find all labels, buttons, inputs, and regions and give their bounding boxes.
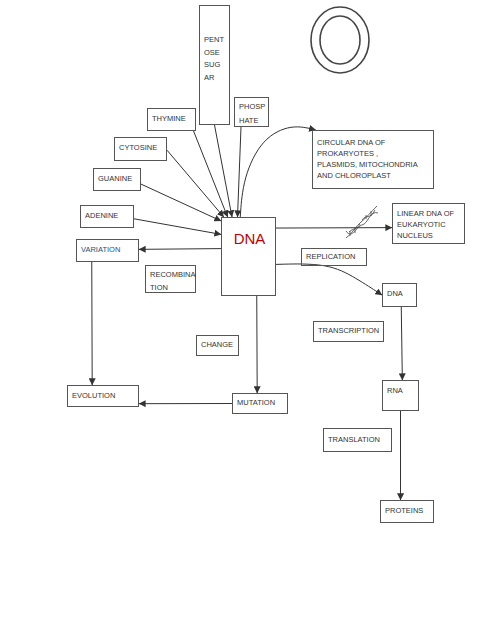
node-label: MUTATION — [237, 398, 285, 408]
node-label: CHANGE — [201, 340, 236, 350]
arrow-connector — [276, 264, 382, 295]
circular-dna-illustration — [311, 7, 369, 73]
node-label: RECOMBINA TION — [150, 268, 193, 294]
node-label: RNA — [387, 386, 416, 396]
node-label: TRANSCRIPTION — [318, 326, 381, 336]
arrow-connector — [256, 296, 257, 393]
node-label: THYMINE — [152, 114, 193, 124]
node-label: ADENINE — [85, 211, 131, 221]
arrow-connector — [167, 150, 224, 217]
node-label: DNA — [226, 230, 273, 248]
node-label: PENT OSE SUG AR — [204, 34, 227, 84]
concept-box: VARIATION — [76, 239, 139, 262]
arrow-connector — [238, 127, 242, 217]
arrow-connector — [139, 248, 221, 250]
node-label: EVOLUTION — [72, 391, 136, 401]
node-label: LINEAR DNA OF EUKARYOTIC NUCLEUS — [397, 208, 458, 241]
node-label: PHOSP HATE — [239, 100, 266, 128]
concept-box: EVOLUTION — [67, 385, 139, 407]
component-box: PENT OSE SUG AR — [199, 5, 230, 125]
dna-form-box: CIRCULAR DNA OF PROKARYOTES , PLASMIDS, … — [312, 130, 434, 189]
process-label-box: REPLICATION — [301, 248, 367, 266]
base-box: CYTOSINE — [114, 137, 167, 161]
concept-box: RNA — [382, 380, 419, 411]
process-label-box: CHANGE — [196, 335, 239, 356]
arrow-connector — [141, 184, 221, 221]
concept-box: DNA — [382, 283, 417, 307]
linear-dna-helix-illustration — [346, 206, 378, 238]
connector-group — [92, 125, 403, 500]
helix-strand — [346, 206, 377, 238]
arrow-connector — [400, 411, 401, 500]
outer-ring — [311, 7, 369, 73]
node-label: CIRCULAR DNA OF PROKARYOTES , PLASMIDS, … — [317, 137, 419, 181]
component-box: PHOSP HATE — [234, 97, 269, 127]
node-label: GUANINE — [98, 174, 138, 184]
arrow-connector — [401, 307, 402, 380]
helix-strand — [346, 213, 378, 234]
dna-form-box: LINEAR DNA OF EUKARYOTIC NUCLEUS — [392, 203, 465, 244]
arrow-connector — [215, 125, 233, 217]
concept-box: MUTATION — [232, 393, 288, 414]
node-label: VARIATION — [81, 245, 136, 255]
arrow-connector — [240, 127, 315, 217]
central-concept-box: DNA — [221, 217, 276, 296]
arrow-connector — [139, 403, 232, 404]
arrow-connector — [134, 219, 221, 235]
node-label: DNA — [387, 289, 414, 299]
concept-box: PROTEINS — [380, 500, 434, 523]
node-label: PROTEINS — [385, 506, 431, 516]
arrow-connector — [276, 227, 392, 228]
inner-ring — [320, 16, 360, 64]
helix-rung — [350, 211, 371, 236]
base-box: GUANINE — [93, 168, 141, 191]
process-label-box: TRANSCRIPTION — [313, 321, 384, 342]
base-box: THYMINE — [147, 108, 196, 131]
node-label: CYTOSINE — [119, 143, 164, 153]
node-label: TRANSLATION — [328, 435, 389, 445]
base-box: ADENINE — [80, 205, 134, 228]
arrow-connector — [91, 262, 92, 385]
process-label-box: TRANSLATION — [323, 428, 392, 452]
process-label-box: RECOMBINA TION — [145, 265, 196, 293]
helix-strand — [362, 210, 375, 220]
node-label: REPLICATION — [306, 252, 364, 262]
arrow-connector — [194, 131, 228, 217]
